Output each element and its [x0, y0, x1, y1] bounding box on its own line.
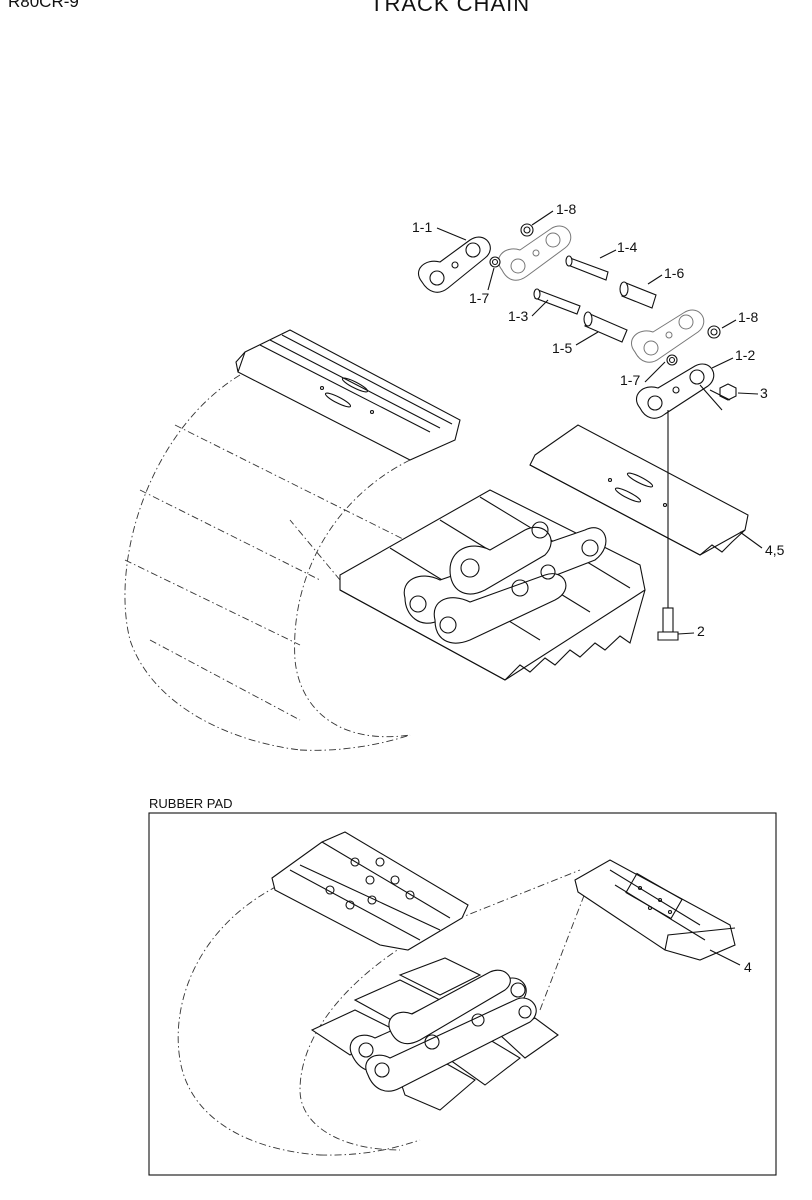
callout-1-6: 1-6	[664, 265, 685, 281]
bolt-2	[657, 410, 679, 641]
callout-2: 2	[697, 623, 705, 639]
rubber-pad-4	[574, 859, 736, 961]
link-grey-lower	[630, 309, 705, 363]
link-1-1	[417, 236, 491, 293]
shoe-plate-4-5	[529, 424, 749, 556]
rubber-pad-frame	[148, 812, 777, 1176]
top-rubber-pad	[271, 831, 469, 951]
callout-4-rubber: 4	[744, 959, 752, 975]
callout-4-5: 4,5	[765, 542, 785, 558]
link-1-2	[635, 363, 715, 419]
callout-1-2: 1-2	[735, 347, 756, 363]
track-loop-outline	[124, 374, 601, 751]
rubber-pad-title: RUBBER PAD	[149, 796, 233, 811]
callout-1-1: 1-1	[412, 219, 433, 235]
callout-1-8-lower: 1-8	[738, 309, 759, 325]
callout-1-7-lower: 1-7	[620, 372, 641, 388]
callout-1-4: 1-4	[617, 239, 638, 255]
model-code: R80CR-9	[8, 0, 79, 11]
callout-1-8-upper: 1-8	[556, 201, 577, 217]
pins-bushings	[533, 255, 657, 343]
callout-1-7-upper: 1-7	[469, 290, 490, 306]
callout-3: 3	[760, 385, 768, 401]
rubber-pad-chain-section	[310, 957, 559, 1111]
top-shoe-plate	[235, 329, 461, 461]
assembled-chain	[403, 521, 607, 644]
seal-rings	[489, 223, 721, 366]
link-grey-upper	[497, 225, 572, 281]
nut-3	[699, 383, 737, 411]
callout-1-5: 1-5	[552, 340, 573, 356]
leader-lines	[436, 210, 763, 635]
leader-line-4	[709, 949, 741, 966]
callout-1-3: 1-3	[508, 308, 529, 324]
rubber-pad-loop-outline	[177, 869, 591, 1156]
page-title: TRACK CHAIN	[370, 0, 531, 16]
